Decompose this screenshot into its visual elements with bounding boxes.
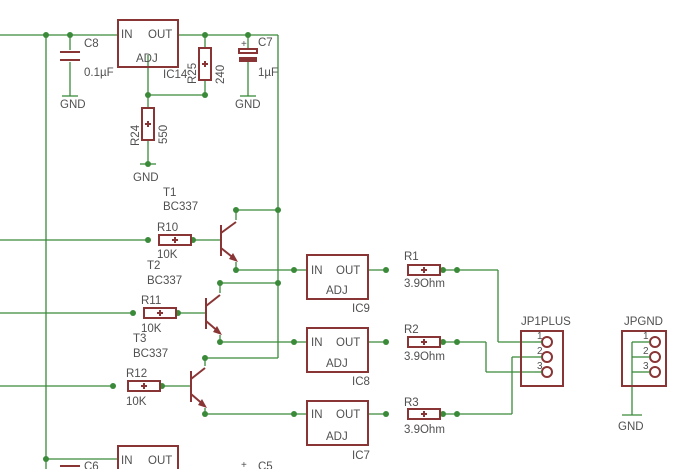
jpgnd-pin3: 3 bbox=[643, 361, 649, 372]
jp1plus-ref: JP1PLUS bbox=[521, 316, 571, 328]
regulator-bottom: IN OUT bbox=[117, 445, 179, 469]
jp1plus-pin3: 3 bbox=[537, 361, 543, 372]
jp1plus-pin2: 2 bbox=[537, 346, 543, 357]
r3-value: 3.9Ohm bbox=[404, 424, 445, 436]
ground-symbol-c7: GND bbox=[235, 95, 261, 111]
c8-ref: C8 bbox=[84, 38, 99, 50]
r12-ref: R12 bbox=[126, 368, 147, 380]
resistor-r11: R11 10K bbox=[141, 295, 177, 335]
capacitor-c6: C6 bbox=[60, 461, 99, 469]
r11-ref: R11 bbox=[141, 295, 161, 307]
ic9-adj-label: ADJ bbox=[326, 285, 348, 297]
r24-value: 550 bbox=[158, 125, 170, 144]
r10-value: 10K bbox=[157, 249, 178, 261]
ic8-in-label: IN bbox=[311, 337, 323, 349]
resistor-r24: R24 550 bbox=[130, 107, 170, 146]
wires bbox=[0, 34, 645, 469]
jpgnd-pin2: 2 bbox=[643, 346, 649, 357]
c8-value: 0.1µF bbox=[84, 67, 114, 79]
ic7-out-label: OUT bbox=[336, 409, 360, 421]
t2-ref: T2 bbox=[147, 260, 160, 272]
resistor-r3: R3 3.9Ohm bbox=[404, 397, 445, 436]
ic14-in-label: IN bbox=[121, 29, 133, 41]
r2-value: 3.9Ohm bbox=[404, 351, 445, 363]
gnd-label-jpgnd: GND bbox=[618, 421, 644, 433]
r1-ref: R1 bbox=[404, 251, 419, 263]
t3-ref: T3 bbox=[133, 333, 146, 345]
ic-bottom-in-label: IN bbox=[121, 455, 133, 467]
ic8-out-label: OUT bbox=[336, 337, 360, 349]
ic8-adj-label: ADJ bbox=[326, 358, 348, 370]
ic7-adj-label: ADJ bbox=[326, 431, 348, 443]
ic-bottom-out-label: OUT bbox=[148, 455, 172, 467]
ic14-adj-label: ADJ bbox=[136, 53, 158, 65]
resistor-r1: R1 3.9Ohm bbox=[404, 251, 445, 290]
resistor-r25: R25 240 bbox=[187, 47, 227, 84]
transistor-t2: T2 BC337 bbox=[147, 260, 222, 335]
r10-ref: R10 bbox=[157, 222, 178, 234]
connector-jpgnd: 1 2 3 JPGND bbox=[621, 316, 667, 387]
c5-plus-sign: + bbox=[241, 460, 247, 469]
capacitor-c8: C8 0.1µF bbox=[60, 38, 114, 79]
ic8-ref: IC8 bbox=[352, 376, 370, 388]
r2-ref: R2 bbox=[404, 324, 419, 336]
r25-ref: R25 bbox=[187, 63, 199, 84]
transistor-t3: T3 BC337 bbox=[133, 333, 207, 408]
r1-value: 3.9Ohm bbox=[404, 278, 445, 290]
transistor-t1: T1 BC337 bbox=[163, 187, 238, 262]
t1-model: BC337 bbox=[163, 201, 198, 213]
t3-model: BC337 bbox=[133, 348, 168, 360]
capacitor-c5: + C5 bbox=[241, 460, 273, 469]
t2-model: BC337 bbox=[147, 275, 182, 287]
ic9-ref: IC9 bbox=[352, 303, 370, 315]
regulator-ic9: IN OUT ADJ IC9 bbox=[306, 254, 370, 315]
c7-ref: C7 bbox=[258, 37, 273, 49]
ic7-ref: IC7 bbox=[352, 450, 370, 462]
regulator-ic7: IN OUT ADJ IC7 bbox=[306, 400, 370, 462]
ic14-out-label: OUT bbox=[148, 29, 172, 41]
r24-ref: R24 bbox=[130, 124, 142, 146]
jpgnd-ref: JPGND bbox=[624, 316, 663, 328]
r11-value: 10K bbox=[141, 323, 162, 335]
c5-ref: C5 bbox=[258, 461, 273, 469]
capacitor-c7: + C7 1µF bbox=[238, 37, 278, 79]
regulator-ic8: IN OUT ADJ IC8 bbox=[306, 327, 370, 388]
ground-symbol-jpgnd: GND bbox=[618, 414, 644, 433]
resistor-r2: R2 3.9Ohm bbox=[404, 324, 445, 363]
jp1plus-pin1: 1 bbox=[537, 331, 543, 342]
c7-plus-sign: + bbox=[241, 39, 247, 50]
gnd-label-r24: GND bbox=[133, 172, 159, 184]
ground-symbol-c8: GND bbox=[60, 95, 86, 111]
ic7-in-label: IN bbox=[311, 409, 323, 421]
jpgnd-pin1: 1 bbox=[643, 331, 649, 342]
c7-value: 1µF bbox=[258, 67, 278, 79]
ic14-ref: IC14 bbox=[163, 69, 188, 81]
r12-value: 10K bbox=[126, 396, 147, 408]
connector-jp1plus: 1 2 3 JP1PLUS bbox=[520, 316, 571, 387]
gnd-label-c7: GND bbox=[235, 99, 261, 111]
r3-ref: R3 bbox=[404, 397, 419, 409]
resistor-r12: R12 10K bbox=[126, 368, 161, 408]
ic9-out-label: OUT bbox=[336, 265, 360, 277]
resistor-r10: R10 10K bbox=[157, 222, 192, 261]
gnd-label-c8: GND bbox=[60, 99, 86, 111]
r25-value: 240 bbox=[215, 65, 227, 84]
regulator-ic14: IN OUT ADJ IC14 bbox=[117, 19, 188, 81]
ic9-in-label: IN bbox=[311, 265, 323, 277]
ground-symbol-r24: GND bbox=[133, 163, 159, 184]
t1-ref: T1 bbox=[163, 187, 176, 199]
c6-ref: C6 bbox=[84, 461, 99, 469]
